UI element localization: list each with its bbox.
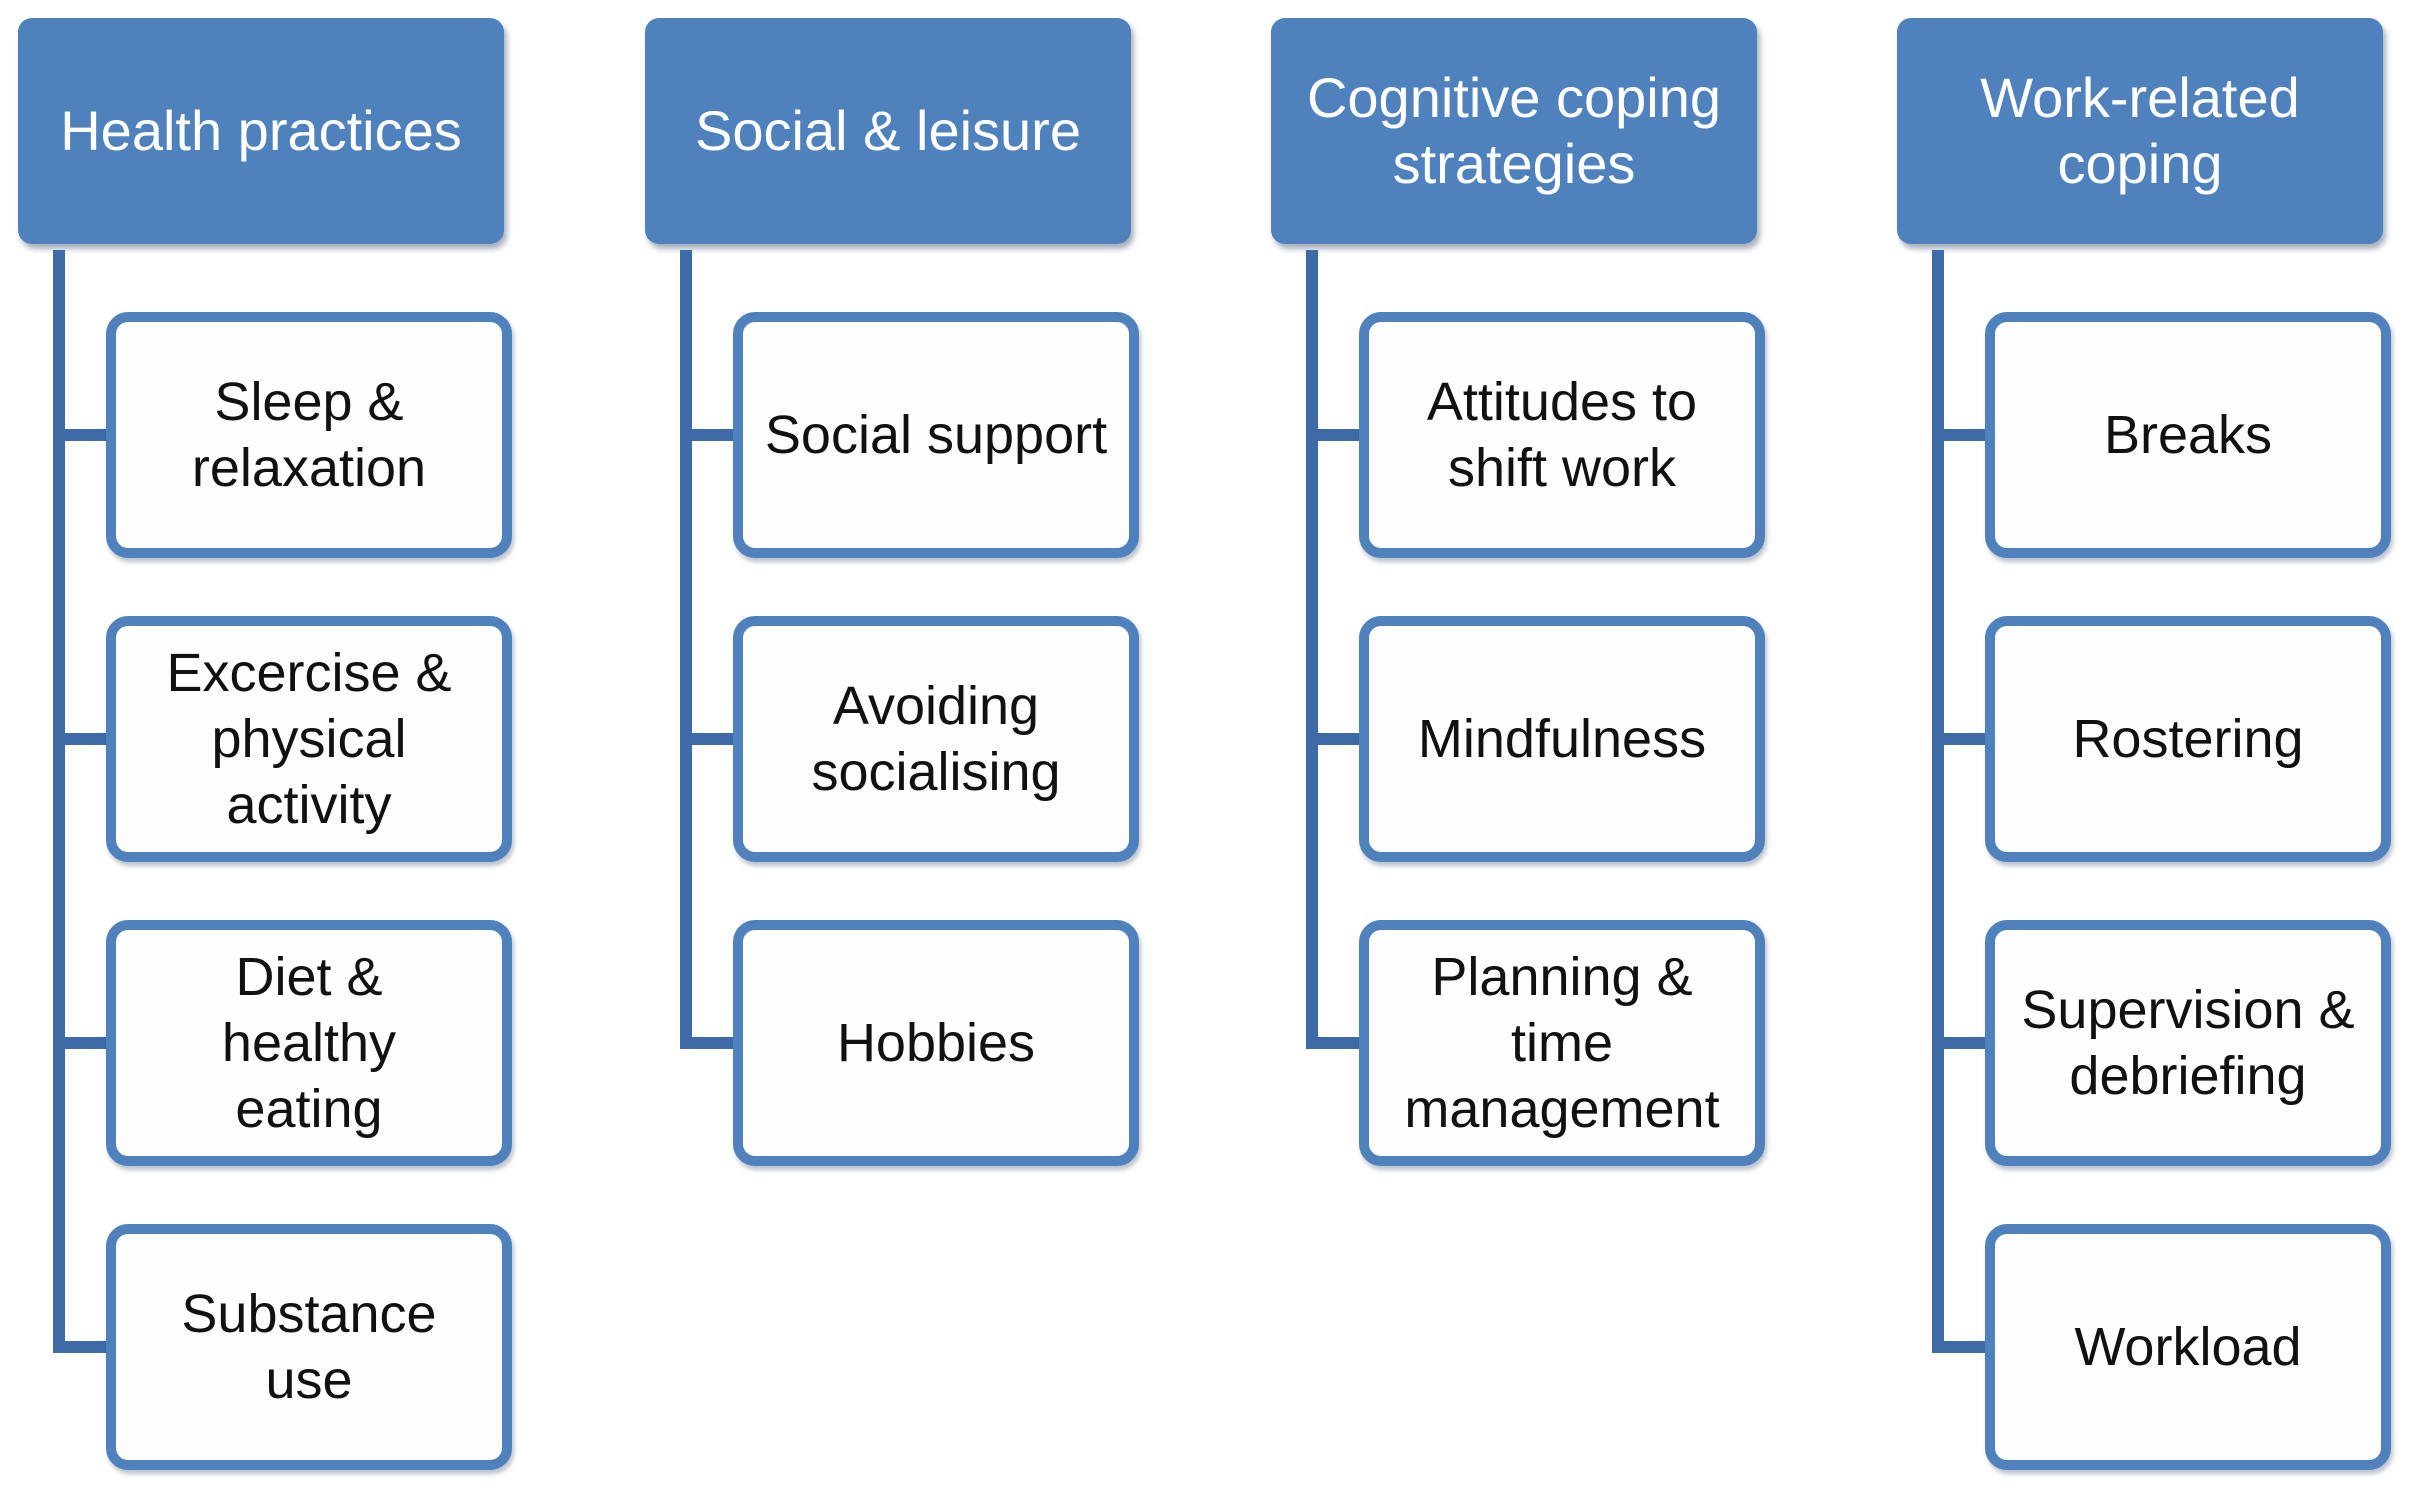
subcategory-box: Rostering	[1985, 616, 2391, 862]
subcategory-box: Sleep & relaxation	[106, 312, 512, 558]
connector-branch	[53, 429, 110, 441]
connector-branch	[1932, 733, 1989, 745]
connector-spine	[1306, 250, 1318, 1049]
connector-branch	[1306, 1037, 1363, 1049]
subcategory-box: Breaks	[1985, 312, 2391, 558]
connector-branch	[1932, 1037, 1989, 1049]
subcategory-box: Avoiding socialising	[733, 616, 1139, 862]
connector-branch	[680, 733, 737, 745]
connector-branch	[53, 1341, 110, 1353]
category-header: Cognitive coping strategies	[1271, 18, 1757, 244]
category-header: Social & leisure	[645, 18, 1131, 244]
subcategory-box: Excercise & physical activity	[106, 616, 512, 862]
connector-branch	[1306, 429, 1363, 441]
connector-spine	[53, 250, 65, 1353]
subcategory-box: Mindfulness	[1359, 616, 1765, 862]
category-header: Work-related coping	[1897, 18, 2383, 244]
connector-spine	[680, 250, 692, 1049]
subcategory-box: Social support	[733, 312, 1139, 558]
connector-branch	[1932, 1341, 1989, 1353]
subcategory-box: Supervision & debriefing	[1985, 920, 2391, 1166]
category-header: Health practices	[18, 18, 504, 244]
connector-branch	[1932, 429, 1989, 441]
connector-branch	[680, 1037, 737, 1049]
subcategory-box: Workload	[1985, 1224, 2391, 1470]
connector-branch	[53, 1037, 110, 1049]
subcategory-box: Diet & healthy eating	[106, 920, 512, 1166]
connector-branch	[1306, 733, 1363, 745]
subcategory-box: Hobbies	[733, 920, 1139, 1166]
connector-branch	[53, 733, 110, 745]
subcategory-box: Substance use	[106, 1224, 512, 1470]
connector-spine	[1932, 250, 1944, 1353]
connector-branch	[680, 429, 737, 441]
subcategory-box: Planning & time management	[1359, 920, 1765, 1166]
subcategory-box: Attitudes to shift work	[1359, 312, 1765, 558]
